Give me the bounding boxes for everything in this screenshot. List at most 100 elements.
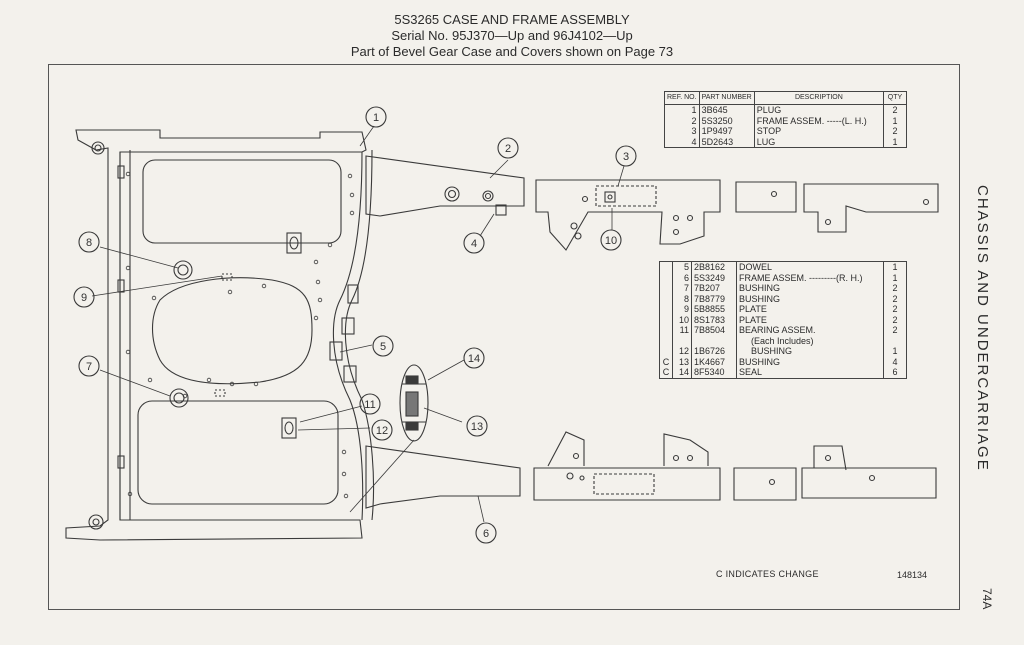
svg-text:12: 12 xyxy=(376,425,388,437)
callout-4: 4 xyxy=(463,232,485,254)
part-description: SEAL xyxy=(736,367,884,378)
ref-no-header: REF. NO. xyxy=(664,91,700,105)
part-description: LUG xyxy=(753,136,885,148)
ref-number: 4 xyxy=(664,136,700,148)
ref-number: 6 xyxy=(672,272,692,283)
svg-text:10: 10 xyxy=(605,235,617,247)
change-legend: C INDICATES CHANGE xyxy=(716,569,819,579)
part-description: BUSHING xyxy=(736,346,884,357)
part-description: PLATE xyxy=(736,304,884,315)
part-number: 1K4667 xyxy=(691,356,737,367)
callout-12: 12 xyxy=(371,419,393,441)
part-number: 5S3249 xyxy=(691,272,737,283)
bearing-section xyxy=(399,364,429,442)
callout-6: 6 xyxy=(475,522,497,544)
callout-1: 1 xyxy=(365,106,387,128)
callout-10: 10 xyxy=(600,229,622,251)
ref-number: 7 xyxy=(672,283,692,294)
change-marker xyxy=(659,325,673,336)
frame-assem-lh xyxy=(365,155,939,251)
case-details xyxy=(117,165,359,499)
part-description: BUSHING xyxy=(736,293,884,304)
quantity: 1 xyxy=(883,261,907,273)
part-description: STOP xyxy=(753,126,885,137)
change-marker xyxy=(659,272,673,283)
ref-number: 1 xyxy=(664,104,700,116)
quantity: 2 xyxy=(883,293,907,304)
part-description: BEARING ASSEM. xyxy=(736,325,884,336)
part-description: FRAME ASSEM. -----(L. H.) xyxy=(753,115,885,126)
quantity: 4 xyxy=(883,356,907,367)
change-marker xyxy=(659,314,673,325)
part-number: 1B6726 xyxy=(691,346,737,357)
section-title-vertical: CHASSIS AND UNDERCARRIAGE xyxy=(974,185,991,472)
description-header: DESCRIPTION xyxy=(753,91,885,105)
svg-text:4: 4 xyxy=(471,238,477,250)
quantity: 2 xyxy=(883,104,907,116)
callout-13: 13 xyxy=(466,415,488,437)
leader-lines xyxy=(91,125,625,523)
callout-11: 11 xyxy=(359,393,381,415)
quantity xyxy=(883,335,907,346)
page-number: 74A xyxy=(980,588,994,610)
svg-text:11: 11 xyxy=(364,399,375,411)
page-title: 5S3265 CASE AND FRAME ASSEMBLY xyxy=(394,12,630,27)
ref-number: 13 xyxy=(672,356,692,367)
quantity: 2 xyxy=(883,283,907,294)
callout-14: 14 xyxy=(463,347,485,369)
change-marker xyxy=(659,293,673,304)
part-description: (Each Includes) xyxy=(736,335,884,346)
ref-number: 14 xyxy=(672,367,692,378)
callout-9: 9 xyxy=(73,286,95,308)
change-marker: C xyxy=(659,356,673,367)
part-description: BUSHING xyxy=(736,283,884,294)
svg-text:7: 7 xyxy=(86,361,92,373)
quantity: 1 xyxy=(883,136,907,148)
reference-note: Part of Bevel Gear Case and Covers shown… xyxy=(350,44,674,59)
callout-3: 3 xyxy=(615,145,637,167)
change-marker xyxy=(659,346,673,357)
part-number: 3B645 xyxy=(698,104,755,116)
ref-number: 3 xyxy=(664,126,700,137)
quantity: 1 xyxy=(883,115,907,126)
change-marker: C xyxy=(659,367,673,378)
frame-assem-rh xyxy=(365,431,937,509)
change-marker xyxy=(659,261,673,273)
serial-number-line: Serial No. 95J370—Up and 96J4102—Up xyxy=(391,28,633,43)
svg-text:6: 6 xyxy=(483,528,489,540)
illustration-border xyxy=(48,64,960,610)
svg-text:3: 3 xyxy=(623,151,629,163)
svg-text:5: 5 xyxy=(380,341,386,353)
quantity: 2 xyxy=(883,325,907,336)
callout-8: 8 xyxy=(78,231,100,253)
ref-number: 5 xyxy=(672,261,692,273)
callout-5: 5 xyxy=(372,335,394,357)
part-number: 5S3250 xyxy=(698,115,755,126)
svg-text:13: 13 xyxy=(471,421,483,433)
figure-number: 148134 xyxy=(897,570,928,580)
quantity: 2 xyxy=(883,126,907,137)
part-number: 7B207 xyxy=(691,283,737,294)
part-number: 5B8855 xyxy=(691,304,737,315)
quantity: 2 xyxy=(883,304,907,315)
svg-text:2: 2 xyxy=(505,143,511,155)
part-number: 7B8779 xyxy=(691,293,737,304)
ref-number: 9 xyxy=(672,304,692,315)
part-description: PLUG xyxy=(753,104,885,116)
change-marker xyxy=(659,335,673,346)
ref-number: 8 xyxy=(672,293,692,304)
part-description: PLATE xyxy=(736,314,884,325)
ref-number xyxy=(672,335,692,346)
